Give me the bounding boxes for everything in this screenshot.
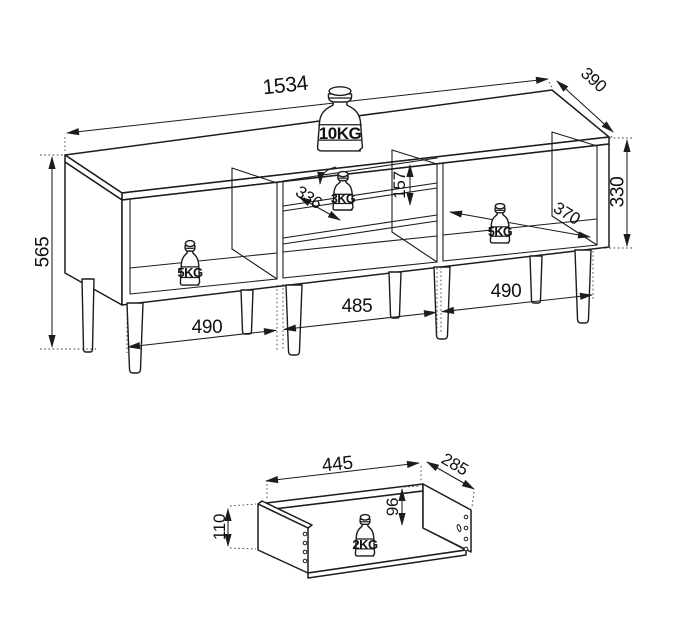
dim-drawer-height: 110 [210,514,229,540]
drawer-holes [302,514,469,564]
weight-5kg-left-label: 5KG [177,265,203,280]
dim-top-depth: 390 [577,64,610,96]
front-leg [433,266,451,340]
drawer-dimension-lines [224,460,475,550]
dim-drawer-depth: 285 [438,449,471,479]
dim-line-base-left [127,328,277,350]
dim-line-middle-shelf-depth [298,196,341,221]
weight-2kg-label: 2KG [352,537,378,552]
drawer-drawing: 445 285 110 96 2KG [210,449,475,579]
dim-left-height: 565 [33,237,54,268]
dim-drawer-width: 445 [321,452,354,476]
dim-line-drawer-depth [426,461,475,490]
dim-base-left: 490 [192,317,223,338]
dim-base-right: 490 [491,281,522,302]
dim-base-middle: 485 [342,296,373,317]
weight-10kg-label: 10KG [319,124,362,143]
dim-drawer-inner-height: 96 [383,498,402,516]
dim-right-inner-height: 330 [608,177,629,208]
weight-pointer-arc [317,166,337,185]
load-weights [180,86,510,286]
dim-line-drawer-width [265,460,420,484]
dim-line-right-inner-depth [449,210,591,239]
dim-line-base-middle [283,310,437,332]
weight-5kg-right-label: 5KG [488,225,512,239]
front-face [121,143,610,306]
rear-leg [81,278,95,353]
front-leg [574,249,592,324]
dim-shelf-to-top: 157 [390,171,409,198]
drawer-right-panel [422,483,472,553]
dim-line-base-right [441,292,593,314]
rear-leg [529,255,543,304]
dim-line-top-depth [556,80,614,133]
tv-stand-drawing: 1534 390 330 565 157 336 370 490 485 490… [33,64,634,374]
weight-3kg-label: 3KG [331,192,355,206]
drawer-bottom-front-edge [307,549,467,579]
front-leg [285,284,303,356]
front-leg [126,302,144,374]
dim-line-top-width [66,76,549,136]
drawer-left-panel [257,503,309,574]
rear-leg [388,271,402,319]
rear-leg [240,289,254,335]
dimension-lines [40,76,634,353]
dim-top-width: 1534 [261,72,309,100]
cam-lock-hole [456,524,462,532]
